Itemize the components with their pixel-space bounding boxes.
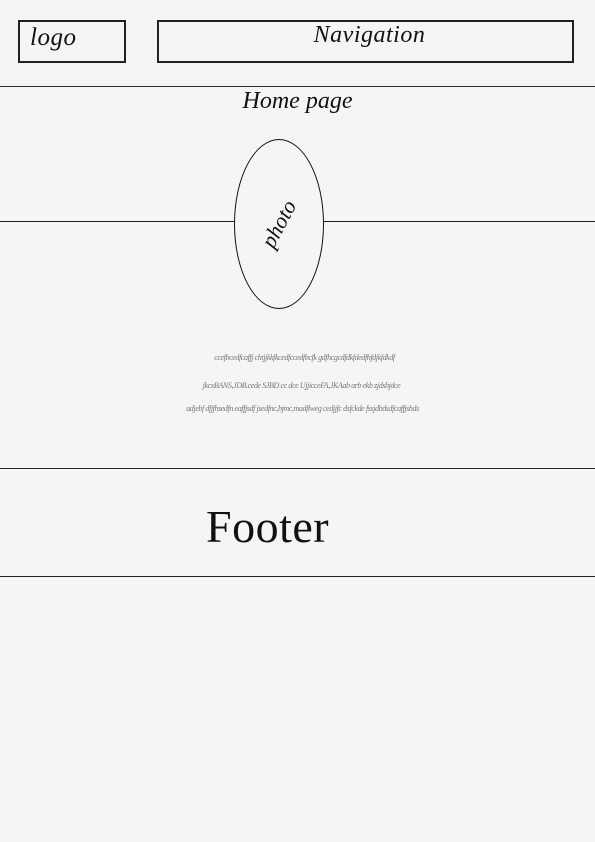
header-divider [0, 86, 595, 87]
placeholder-text-line-2: jkcxBANS,JDB.cede SJBD cc dce UjjicceFA,… [202, 381, 401, 390]
footer-label: Footer [206, 501, 330, 552]
photo-placeholder: photo [234, 139, 324, 309]
logo-label: logo [30, 24, 77, 51]
photo-label: photo [255, 195, 302, 252]
placeholder-text-line-3: adjebf dfjfhsedfn eaffjsdf jsedfnc,bjmc,… [186, 404, 419, 413]
footer-bottom-divider [0, 576, 595, 577]
page-title: Home page [242, 88, 353, 114]
placeholder-text-line-1: ccefbcedfcaffj chtjjkkfkcedfccedfbcfk gd… [214, 353, 395, 362]
navigation-bar[interactable]: Navigation [157, 20, 574, 63]
logo-placeholder[interactable]: logo [18, 20, 126, 63]
footer-top-divider [0, 468, 595, 469]
navigation-label: Navigation [313, 22, 426, 48]
